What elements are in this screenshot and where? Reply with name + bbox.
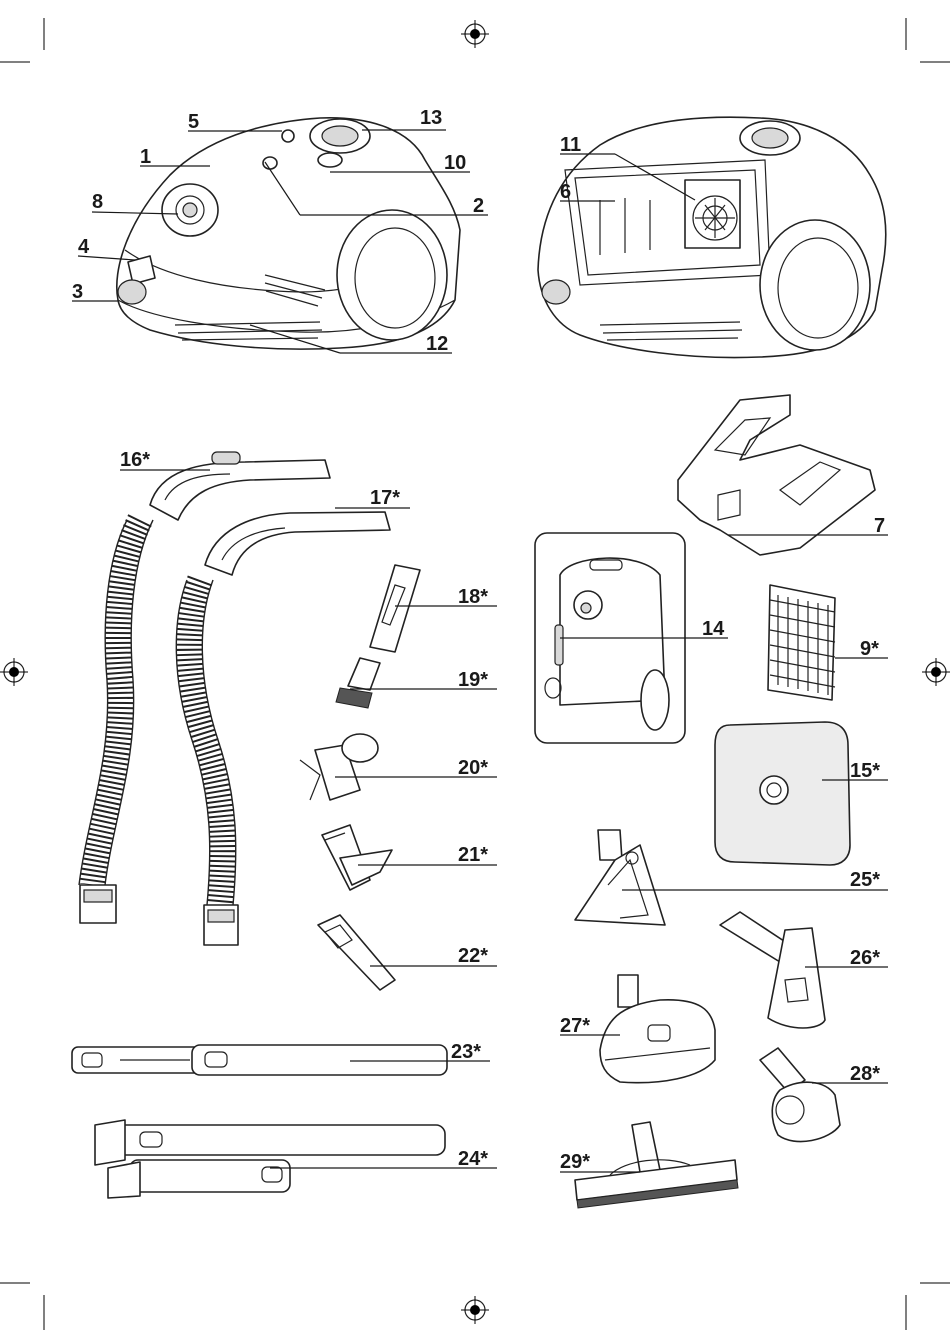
label-10: 10 [444, 152, 466, 174]
label-22: 22* [458, 945, 488, 967]
label-9: 9* [860, 638, 879, 660]
label-17: 17* [370, 487, 400, 509]
label-13: 13 [420, 107, 442, 129]
label-6: 6 [560, 181, 571, 203]
nozzle-25-illustration [575, 830, 665, 925]
label-23: 23* [451, 1041, 481, 1063]
label-12: 12 [426, 333, 448, 355]
registration-mark-icon [461, 20, 489, 48]
label-3: 3 [72, 281, 83, 303]
vacuum-closed-illustration [117, 118, 460, 349]
crevice-22-illustration [318, 915, 395, 990]
label-28: 28* [850, 1063, 880, 1085]
label-26: 26* [850, 947, 880, 969]
label-8: 8 [92, 191, 103, 213]
nozzle-27-illustration [600, 975, 715, 1083]
label-5: 5 [188, 111, 199, 133]
label-29: 29* [560, 1151, 590, 1173]
label-21: 21* [458, 844, 488, 866]
nozzle-18-illustration [370, 565, 420, 652]
label-4: 4 [78, 236, 90, 258]
tube-24-illustration [95, 1120, 445, 1198]
filter-9-illustration [768, 585, 835, 700]
label-19: 19* [458, 669, 488, 691]
label-20: 20* [458, 757, 488, 779]
label-16: 16* [120, 449, 150, 471]
label-7: 7 [874, 515, 885, 537]
part-7-illustration [678, 395, 875, 555]
brush-19-illustration [336, 658, 380, 708]
floor-brush-29-illustration [575, 1122, 738, 1208]
registration-mark-icon [922, 658, 950, 686]
tube-23-illustration [72, 1045, 447, 1075]
adapter-20-illustration [300, 734, 378, 800]
registration-mark-icon [0, 658, 28, 686]
dust-bag-15-illustration [715, 722, 850, 865]
label-2: 2 [473, 195, 484, 217]
turbo-28-illustration [760, 1048, 840, 1142]
label-27: 27* [560, 1015, 590, 1037]
label-14: 14 [702, 618, 725, 640]
nozzle-21-illustration [322, 825, 392, 890]
label-25: 25* [850, 869, 880, 891]
label-15: 15* [850, 760, 880, 782]
vacuum-open-illustration [538, 117, 886, 357]
label-1: 1 [140, 146, 151, 168]
registration-mark-icon [461, 1296, 489, 1324]
nozzle-26-illustration [720, 912, 825, 1028]
label-11: 11 [560, 134, 581, 156]
label-24: 24* [458, 1148, 488, 1170]
label-18: 18* [458, 586, 488, 608]
